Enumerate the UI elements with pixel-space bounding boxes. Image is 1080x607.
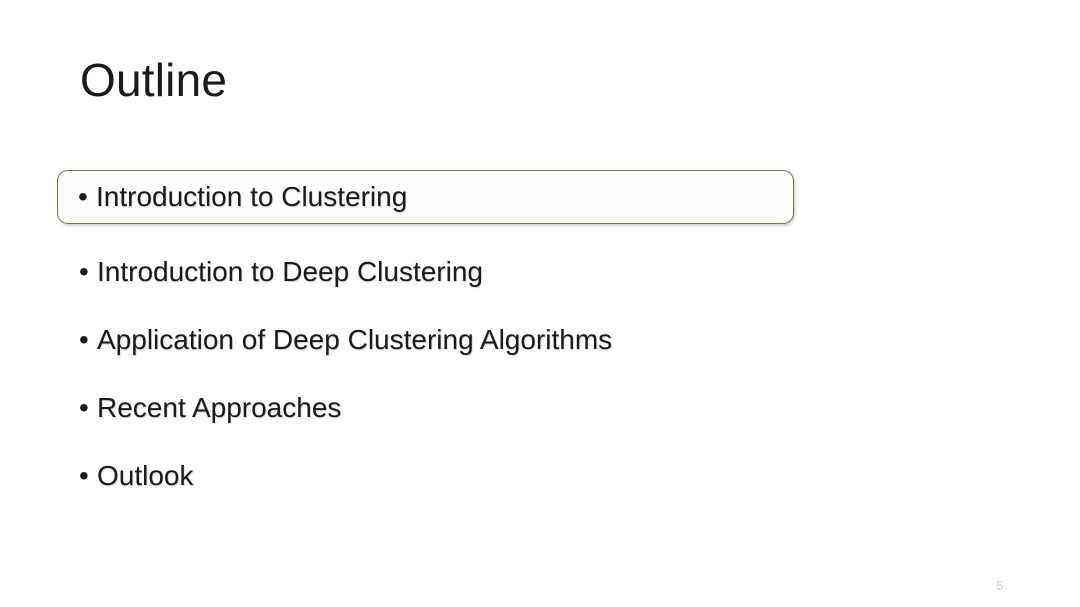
bullet-inner: • Application of Deep Clustering Algorit…	[57, 323, 1017, 356]
bullet-inner: • Outlook	[57, 459, 1017, 492]
bullet-point-icon: •	[79, 459, 89, 491]
bullet-inner: • Recent Approaches	[57, 391, 1017, 424]
bullet-label: Outlook	[97, 459, 194, 491]
bullet-point-icon: •	[78, 180, 88, 212]
slide-page-number: 5	[996, 579, 1003, 593]
page-title: Outline	[80, 54, 228, 106]
bullet-item-introduction-to-deep-clustering[interactable]: • Introduction to Deep Clustering	[57, 238, 1017, 306]
bullet-item-recent-approaches[interactable]: • Recent Approaches	[57, 374, 1017, 442]
bullet-item-introduction-to-clustering[interactable]: • Introduction to Clustering	[57, 170, 794, 224]
bullet-item-outlook[interactable]: • Outlook	[57, 442, 1017, 510]
bullet-point-icon: •	[79, 323, 89, 355]
bullet-item-application-of-deep-clustering-algorithms[interactable]: • Application of Deep Clustering Algorit…	[57, 306, 1017, 374]
bullet-label: Introduction to Clustering	[96, 180, 408, 212]
bullet-inner: • Introduction to Clustering	[58, 180, 793, 213]
bullet-point-icon: •	[79, 255, 89, 287]
bullet-point-icon: •	[79, 391, 89, 423]
bullet-label: Recent Approaches	[97, 391, 342, 423]
bullet-inner: • Introduction to Deep Clustering	[57, 255, 1017, 288]
outline-bullet-list: • Introduction to Clustering • Introduct…	[57, 170, 1017, 510]
bullet-label: Application of Deep Clustering Algorithm…	[97, 323, 613, 355]
bullet-label: Introduction to Deep Clustering	[97, 255, 483, 287]
